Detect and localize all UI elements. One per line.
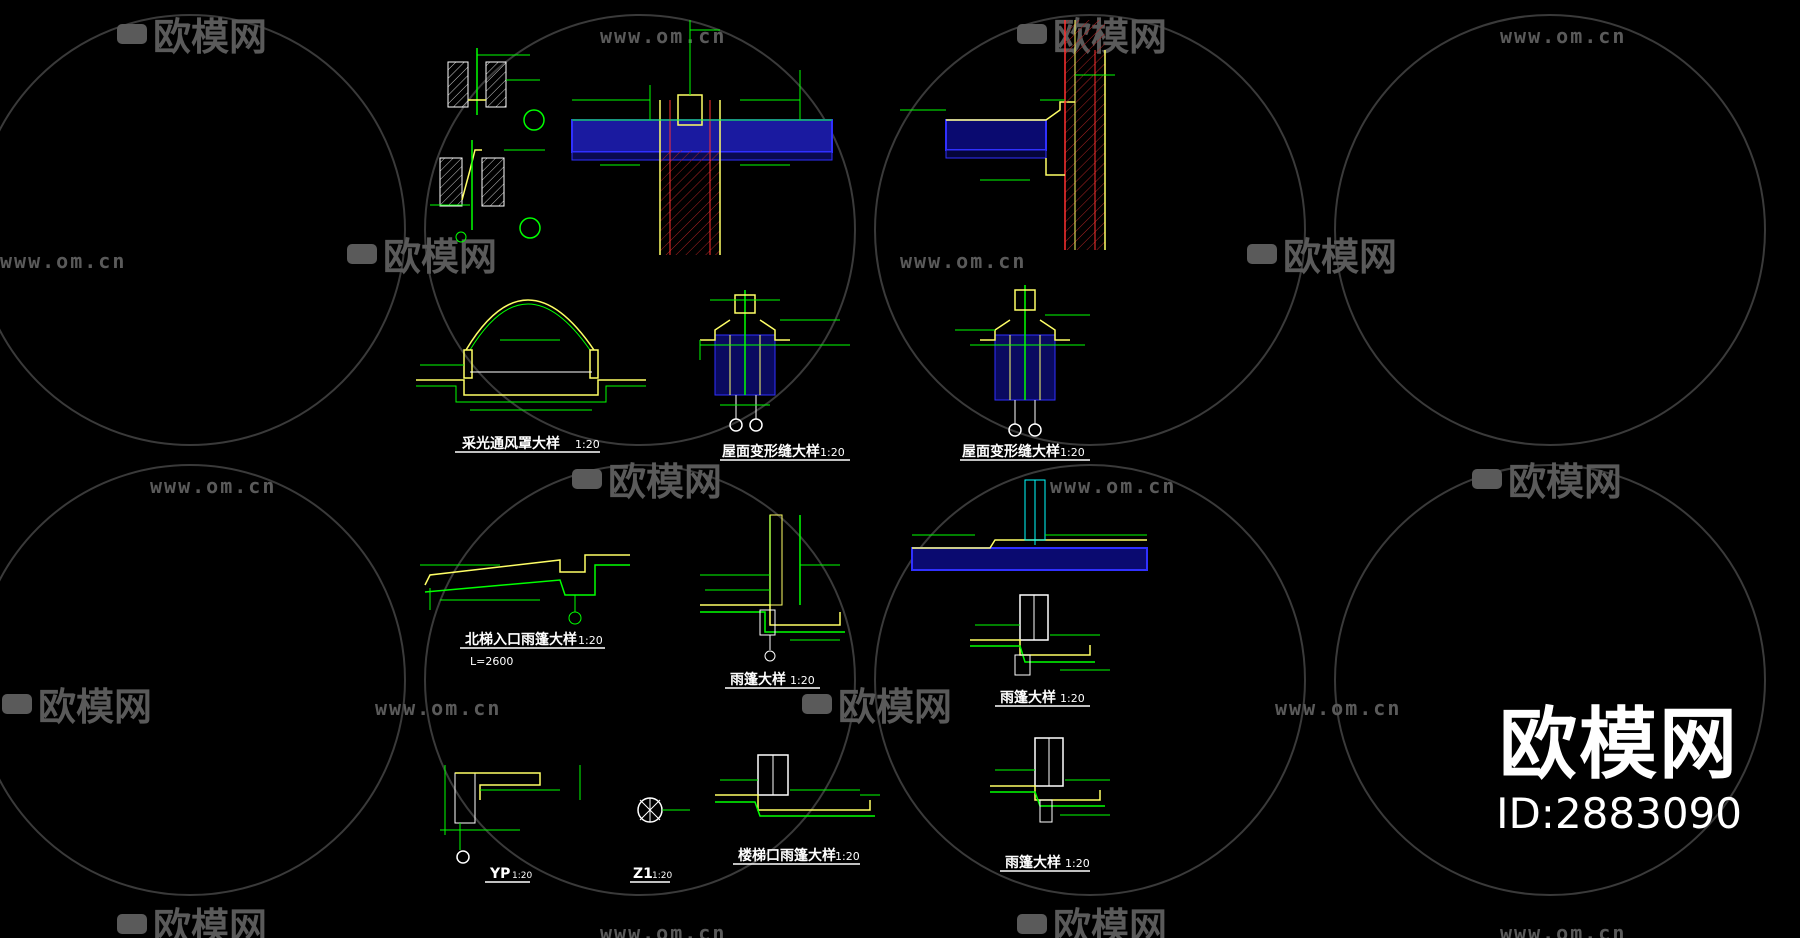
detail-title: YP: [489, 866, 510, 882]
sofa-logo-icon: [1472, 469, 1502, 489]
sofa-logo-icon: [2, 694, 32, 714]
watermark-url-text: www.om.cn: [600, 921, 726, 938]
detail-scale: 1:20: [1065, 857, 1090, 870]
sofa-logo-icon: [117, 24, 147, 44]
watermark-url-text: www.om.cn: [0, 249, 126, 273]
watermark-circle: [0, 14, 406, 446]
roof-column-detail: [571, 20, 833, 255]
north-stair-canopy-detail: [420, 554, 630, 625]
watermark-url-text: www.om.cn: [1050, 474, 1176, 498]
roof-joint-detail-1: [699, 290, 850, 432]
sofa-logo-icon: [1247, 244, 1277, 264]
watermark-circle: [0, 464, 406, 896]
detail-note: L=2600: [470, 655, 513, 668]
sofa-logo-icon: [117, 914, 147, 934]
detail-scale: 1:20: [1060, 692, 1085, 705]
watermark-circle: [424, 14, 856, 446]
watermark-url-text: www.om.cn: [150, 474, 276, 498]
detail-scale: 1:20: [835, 850, 860, 863]
roof-joint-detail-2: [955, 285, 1090, 437]
detail-title: 屋面变形缝大样: [722, 443, 820, 460]
canopy-detail-2: [970, 594, 1110, 676]
sofa-logo-icon: [347, 244, 377, 264]
detail-scale: 1:20: [575, 438, 600, 451]
detail-scale: 1:20: [578, 634, 603, 647]
detail-title: 北梯入口雨篷大样: [465, 631, 577, 648]
detail-title: 雨篷大样: [1005, 854, 1061, 871]
roof-slab-detail: [911, 479, 1148, 571]
watermark-url-text: www.om.cn: [600, 24, 726, 48]
yp-detail: [440, 765, 581, 864]
brand-mark: 欧模网 ID:2883090: [1496, 706, 1742, 838]
detail-scale: 1:20: [820, 446, 845, 459]
sofa-logo-icon: [572, 469, 602, 489]
brand-name: 欧模网: [1499, 699, 1740, 790]
watermark-circle: [1334, 464, 1766, 896]
skylight-detail: [416, 299, 646, 411]
sofa-logo-icon: [1017, 914, 1047, 934]
watermark-text-layer: 欧模网 欧模网 欧模网 欧模网 欧模网 欧模网 欧模网 欧模网 欧模网 欧模网w…: [0, 15, 1626, 938]
watermark-url-text: www.om.cn: [375, 696, 501, 720]
detail-titles: 采光通风罩大样 1:20 屋面变形缝大样 1:20 屋面变形缝大样 1:20 北…: [455, 435, 1090, 883]
detail-scale: 1:20: [790, 674, 815, 687]
stair-canopy-detail: [715, 754, 880, 817]
z1-detail: [637, 797, 690, 823]
watermark-circle: [874, 14, 1306, 446]
watermark-circle: [1334, 14, 1766, 446]
watermark-circle: [874, 464, 1306, 896]
watermark-circle-layer: [0, 14, 1766, 896]
detail-title: 楼梯口雨篷大样: [738, 847, 836, 864]
detail-scale: 1:20: [652, 871, 672, 881]
watermark-url-text: www.om.cn: [1500, 921, 1626, 938]
detail-scale: 1:20: [512, 871, 532, 881]
detail-title: 雨篷大样: [730, 671, 786, 688]
canopy-detail-3: [990, 737, 1110, 823]
watermark-circle: [424, 464, 856, 896]
wall-section-detail: [430, 48, 545, 243]
detail-scale: 1:20: [1060, 446, 1085, 459]
brand-id: ID:2883090: [1496, 788, 1742, 838]
watermark-url-text: www.om.cn: [1500, 24, 1626, 48]
detail-title: 屋面变形缝大样: [962, 443, 1060, 460]
sofa-logo-icon: [802, 694, 832, 714]
watermark-url-text: www.om.cn: [1275, 696, 1401, 720]
sofa-logo-icon: [1017, 24, 1047, 44]
detail-title: Z1: [633, 866, 653, 882]
parapet-detail: [900, 20, 1115, 250]
canopy-detail-1: [700, 514, 845, 662]
watermark-url-text: www.om.cn: [900, 249, 1026, 273]
detail-title: 采光通风罩大样: [461, 435, 560, 452]
detail-title: 雨篷大样: [1000, 689, 1056, 706]
